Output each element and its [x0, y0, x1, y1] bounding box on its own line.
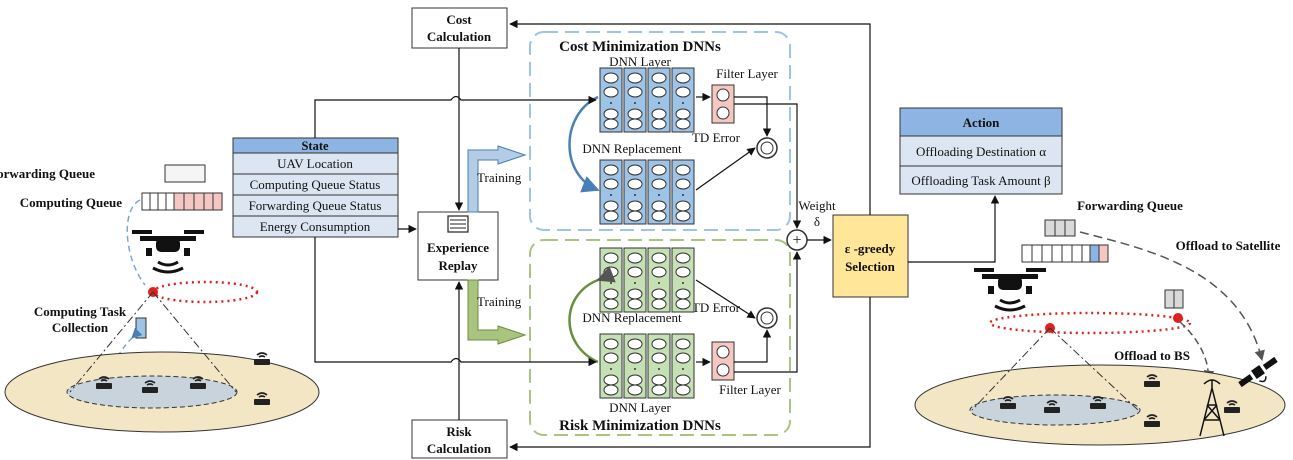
right-uav-icon — [972, 266, 1048, 312]
right-beam-right — [1049, 327, 1139, 411]
left-uav-icon — [130, 228, 206, 274]
right-scene: Forwarding Queue Offload to Satellite O — [914, 198, 1286, 446]
cost-td-error-label: TD Error — [692, 130, 741, 145]
computing-task-collection-label-1: Computing Task — [34, 304, 127, 319]
right-uav-position-dot — [1173, 313, 1183, 323]
cost-dnn-layer-label: DNN Layer — [609, 54, 671, 69]
left-uav-trajectory — [151, 280, 259, 304]
computing-task-collection-label-2: Collection — [52, 320, 109, 335]
selection-line1: ε -greedy — [845, 241, 896, 256]
offload-bs-label: Offload to BS — [1114, 348, 1190, 363]
iot-device-icon — [253, 352, 271, 366]
state-table: State UAV Location Computing Queue Statu… — [232, 137, 399, 238]
cost-td-error-node — [756, 137, 778, 159]
right-computing-queue — [1021, 244, 1109, 263]
training-bottom-label: Training — [477, 294, 522, 309]
cost-dnn-replacement-label: DNN Replacement — [582, 141, 682, 156]
cost-calc-line2: Calculation — [427, 29, 492, 44]
sum-symbol: + — [792, 232, 801, 249]
right-forwarding-queue — [1044, 219, 1076, 237]
left-beam-left — [69, 291, 154, 393]
right-forwarding-task-icon — [1164, 289, 1184, 309]
training-arrow-bottom: Training — [467, 279, 527, 345]
risk-dnn-title: Risk Minimization DNNs — [559, 418, 721, 434]
experience-replay-line2: Replay — [439, 258, 479, 273]
action-row: Offloading Task Amount β — [911, 173, 1051, 188]
state-row: UAV Location — [277, 156, 353, 171]
base-station-icon — [1199, 379, 1225, 437]
risk-filter-layer-label: Filter Layer — [719, 382, 781, 397]
server-icon — [447, 215, 469, 233]
state-row: Forwarding Queue Status — [249, 198, 382, 213]
weight-symbol: δ — [814, 214, 820, 229]
left-computing-queue-label: Computing Queue — [20, 195, 122, 210]
offload-satellite-path — [1079, 231, 1265, 362]
selection-line2: Selection — [845, 259, 896, 274]
task-upload-arrow — [107, 327, 143, 379]
cost-calc-line1: Cost — [446, 12, 472, 27]
cost-dnn-title: Cost Minimization DNNs — [559, 39, 721, 55]
state-row: Energy Consumption — [260, 219, 371, 234]
action-title: Action — [963, 115, 1001, 130]
risk-dnn-replacement-label: DNN Replacement — [582, 310, 682, 325]
left-forwarding-queue-label: Forwarding Queue — [0, 166, 95, 181]
left-scene: Forwarding Queue Computing Queue Computi… — [0, 164, 320, 433]
risk-calc-line2: Calculation — [427, 441, 492, 456]
left-forwarding-queue — [164, 164, 206, 183]
risk-calc-line1: Risk — [446, 424, 472, 439]
action-table: Action Offloading Destination α Offloadi… — [899, 107, 1063, 195]
cost-filter-layer-label: Filter Layer — [716, 66, 778, 81]
risk-td-error-inner — [760, 311, 774, 325]
cost-dnn-eval-network — [599, 67, 695, 133]
risk-calculation-box: Risk Calculation — [411, 419, 508, 459]
cost-dnn-target-network — [599, 159, 695, 225]
egreedy-selection-box: ε -greedy Selection — [832, 214, 909, 298]
dnn-networks — [599, 67, 695, 399]
right-forwarding-queue-label: Forwarding Queue — [1077, 198, 1183, 213]
collected-task-icon — [135, 317, 147, 339]
risk-dnn-layer-label: DNN Layer — [609, 400, 671, 415]
cost-filter-layer — [711, 84, 735, 124]
satellite-icon — [1238, 356, 1278, 388]
cost-td-error-inner — [760, 141, 774, 155]
risk-dnn-target-network — [599, 247, 695, 313]
state-row: Computing Queue Status — [250, 177, 381, 192]
connectors — [314, 19, 1000, 452]
left-beam-right — [152, 291, 237, 393]
experience-replay-line1: Experience — [427, 240, 489, 255]
left-computing-queue — [141, 192, 223, 211]
training-top-label: Training — [477, 170, 522, 185]
cost-calculation-box: Cost Calculation — [411, 7, 508, 49]
action-row: Offloading Destination α — [916, 144, 1046, 159]
risk-dnn-group: Risk Minimization DNNs DNN Layer Filter … — [529, 239, 791, 436]
state-title: State — [301, 139, 329, 153]
risk-td-error-node — [756, 307, 778, 329]
left-queue-dashed-link — [126, 199, 146, 286]
training-arrow-top: Training — [467, 145, 527, 213]
experience-replay-box: Experience Replay — [417, 211, 499, 281]
risk-dnn-eval-network — [599, 333, 695, 399]
risk-dnn-replacement-arrow — [568, 266, 616, 364]
risk-td-error-label: TD Error — [692, 300, 741, 315]
right-beam-left — [971, 327, 1051, 411]
right-uav-trajectory — [988, 311, 1192, 335]
weight-label: Weight — [798, 198, 836, 213]
cost-dnn-replacement-arrow — [568, 95, 600, 193]
offload-satellite-label: Offload to Satellite — [1176, 238, 1281, 253]
cost-dnn-group: Cost Minimization DNNs DNN Layer Filter … — [529, 31, 791, 231]
risk-filter-layer — [711, 341, 735, 381]
